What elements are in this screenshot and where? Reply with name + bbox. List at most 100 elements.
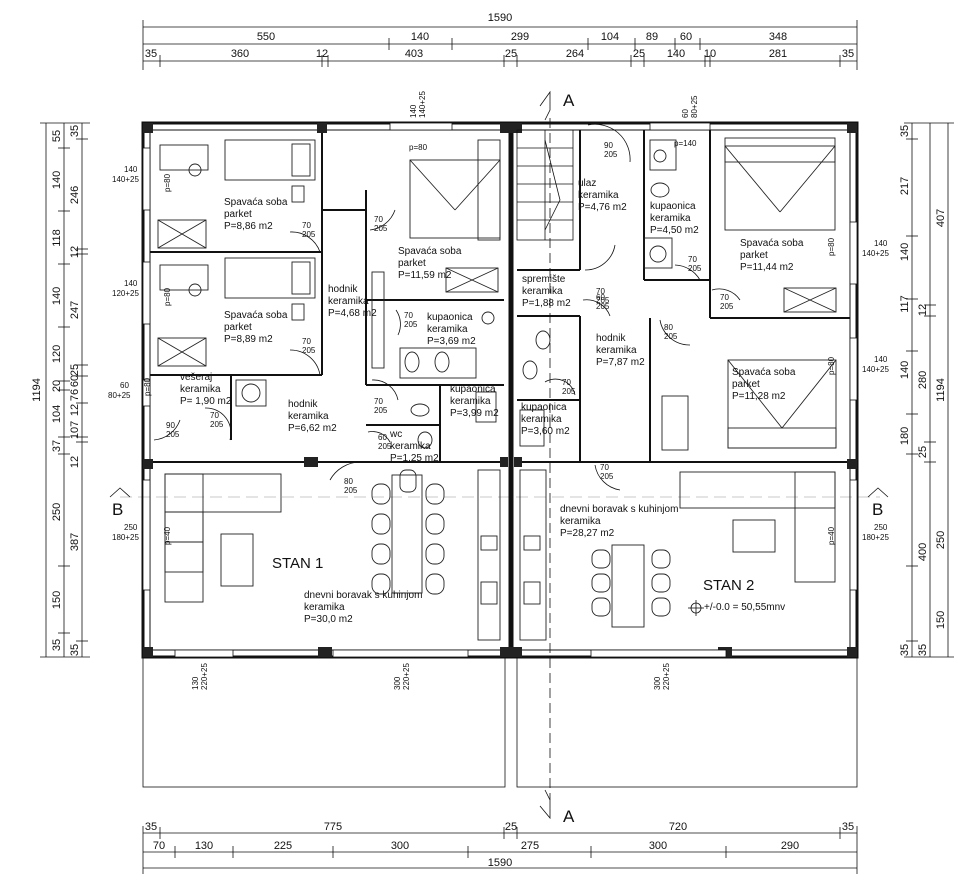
room-area: P=3,99 m2 [450, 408, 499, 419]
room-area: P=6,62 m2 [288, 423, 337, 434]
room-name: vešeraj [180, 372, 212, 383]
room-floor: keramika [427, 324, 468, 335]
room-name: dnevni boravak s kuhinjom [560, 504, 678, 515]
room-name: Spavaća soba [224, 197, 288, 208]
room-area: P=1,25 m2 [390, 453, 439, 464]
dim-left-total: 1194 [31, 378, 43, 402]
dim-left-o-9: 250 [51, 503, 63, 521]
dim-top-3-2: 360 [231, 48, 249, 60]
dim-right-i-3: 140 [899, 243, 911, 261]
dim-left-o-11: 35 [51, 639, 63, 651]
room-area: P=8,86 m2 [224, 221, 273, 232]
room-floor: keramika [650, 213, 691, 224]
dim-right-i-5: 140 [899, 361, 911, 379]
dim-top-2-7: 348 [769, 31, 787, 43]
opening-height: 120+25 [112, 289, 139, 298]
room-floor: keramika [450, 396, 491, 407]
dim-top-3-1: 35 [145, 48, 157, 60]
dim-top-2-2: 140 [411, 31, 429, 43]
room-name: Spavaća soba [740, 238, 804, 249]
room-name: kupaonica [521, 402, 567, 413]
parapet-height: p=80 [163, 287, 172, 306]
dim-bot-1-1: 35 [145, 821, 157, 833]
door-width: 90 [604, 141, 613, 150]
section-b-left: B [112, 500, 123, 519]
door-width: 70 [562, 378, 571, 387]
dim-left-o-5: 120 [51, 345, 63, 363]
door-height: 205 [596, 302, 610, 311]
left-dimensions: 1194 55 140 118 140 120 20 104 37 250 15… [31, 122, 90, 658]
opening-width: 140 [874, 239, 888, 248]
room-area: P=4,76 m2 [578, 202, 627, 213]
dim-top-3-7: 25 [633, 48, 645, 60]
dim-left-i-10: 12 [69, 456, 81, 468]
room-floor: keramika [180, 384, 221, 395]
room-name: hodnik [328, 284, 358, 295]
dim-right-o-3: 280 [917, 371, 929, 389]
dim-top-3-9: 10 [704, 48, 716, 60]
dim-left-i-11: 387 [69, 533, 81, 551]
opening-width: 60 [120, 381, 129, 390]
top-dimensions: 1590 550 140 299 104 89 60 348 35 360 12… [142, 12, 858, 70]
dim-left-i-3: 12 [69, 246, 81, 258]
level-marker: +/-0.0 = 50,55mnv [688, 600, 785, 616]
door-width: 70 [596, 287, 605, 296]
staircase [516, 129, 574, 241]
room-name: Spavaća soba [732, 367, 796, 378]
dim-bot-2-7: 290 [781, 840, 799, 852]
opening-width: 140 [124, 165, 138, 174]
dim-left-i-7: 76 [69, 389, 81, 401]
dim-right-i-7: 250 [935, 531, 947, 549]
unit-label-stan-1: STAN 1 [272, 555, 323, 572]
opening-height: 80+25 [108, 391, 131, 400]
room-floor: parket [224, 209, 252, 220]
room-floor: keramika [560, 516, 601, 527]
opening-height: 220+25 [402, 663, 411, 690]
dim-top-2-3: 299 [511, 31, 529, 43]
opening-width: 60 [681, 109, 690, 118]
room-name: hodnik [288, 399, 318, 410]
dim-top-total: 1590 [488, 12, 512, 24]
dim-left-i-4: 247 [69, 301, 81, 319]
dim-left-o-2: 140 [51, 171, 63, 189]
dim-bot-2-6: 300 [649, 840, 667, 852]
room-name: kupaonica [650, 201, 696, 212]
dim-top-2-4: 104 [601, 31, 619, 43]
dim-top-3-6: 264 [566, 48, 584, 60]
door-swings [153, 123, 741, 491]
door-width: 60 [596, 293, 605, 302]
door-width: 90 [166, 421, 175, 430]
dim-right-o-6: 35 [917, 644, 929, 656]
dim-bot-2-3: 225 [274, 840, 292, 852]
room-name: kupaonica [450, 384, 496, 395]
dim-bot-1-5: 35 [842, 821, 854, 833]
door-width: 60 [378, 433, 387, 442]
room-floor: keramika [328, 296, 369, 307]
door-height: 205 [374, 406, 388, 415]
room-area: P=8,89 m2 [224, 334, 273, 345]
door-height: 205 [378, 442, 392, 451]
dim-left-o-7: 104 [51, 405, 63, 423]
dim-bot-1-2: 775 [324, 821, 342, 833]
parapet-height: p=80 [143, 377, 152, 396]
dim-right-i-6: 180 [899, 427, 911, 445]
door-width: 70 [210, 411, 219, 420]
door-height: 205 [374, 224, 388, 233]
dim-bot-2-2: 130 [195, 840, 213, 852]
opening-height: 220+25 [662, 663, 671, 690]
room-floor: parket [732, 379, 760, 390]
dim-top-3-10: 281 [769, 48, 787, 60]
room-area: P=30,0 m2 [304, 614, 353, 625]
dim-top-3-8: 140 [667, 48, 685, 60]
room-area: P= 1,90 m2 [180, 396, 232, 407]
room-floor: keramika [390, 441, 431, 452]
dim-right-total: 1194 [935, 378, 947, 402]
door-height: 205 [302, 230, 316, 239]
dim-left-i-9: 107 [69, 421, 81, 439]
dim-bot-2-5: 275 [521, 840, 539, 852]
dim-right-o-1: 407 [935, 209, 947, 227]
opening-width: 130 [191, 676, 200, 690]
dim-right-o-2: 12 [917, 304, 929, 316]
